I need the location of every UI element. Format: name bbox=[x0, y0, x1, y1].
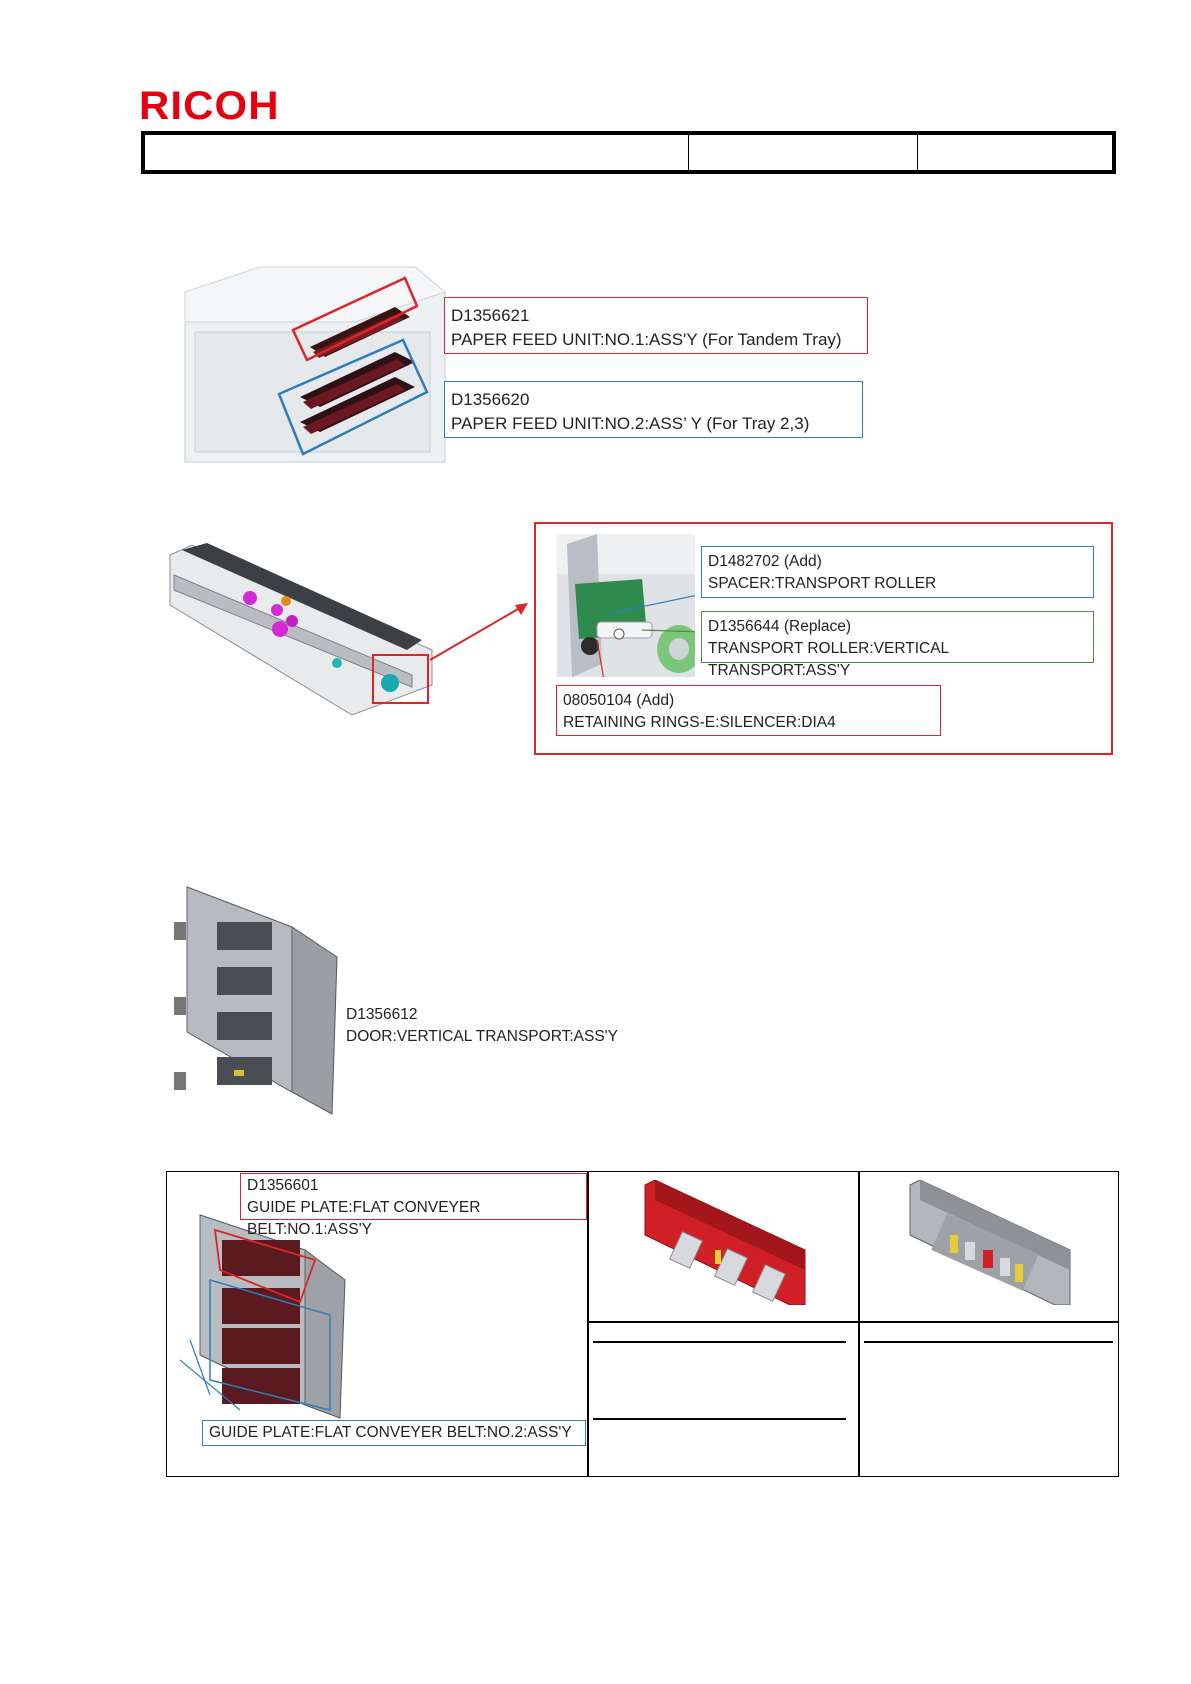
header-cell-model bbox=[689, 135, 918, 170]
ring-name: RETAINING RINGS-E:SILENCER:DIA4 bbox=[563, 714, 836, 731]
paper-feed-unit-2-shape bbox=[300, 352, 415, 434]
pickup-roller-shape bbox=[243, 591, 257, 605]
paper-feed-units-illustration bbox=[184, 266, 447, 463]
detail-highlight-box bbox=[372, 654, 429, 704]
detail-frame bbox=[534, 522, 1113, 755]
transport-roller-detail-photo bbox=[557, 534, 695, 677]
callout-retaining-ring: 08050104 (Add) RETAINING RINGS-E:SILENCE… bbox=[556, 685, 941, 736]
guide-no1-name: GUIDE PLATE:FLAT CONVEYER BELT:NO.1:ASS'… bbox=[247, 1199, 481, 1238]
table-divider-2 bbox=[858, 1171, 860, 1477]
spacer-part-no: D1482702 (Add) bbox=[708, 553, 822, 570]
rule-1 bbox=[593, 1341, 846, 1343]
feed-unit-illustration bbox=[169, 543, 433, 716]
unit-2-part-no: D1356620 bbox=[451, 390, 530, 409]
header-table bbox=[141, 131, 1116, 174]
door-name: DOOR:VERTICAL TRANSPORT:ASS'Y bbox=[346, 1028, 618, 1045]
guide-no2-name: GUIDE PLATE:FLAT CONVEYER BELT:NO.2:ASS'… bbox=[209, 1424, 572, 1441]
guide-plate-door-illustration bbox=[180, 1214, 346, 1419]
guide-no2-highlight bbox=[209, 1279, 331, 1411]
guide-no1-part-no: D1356601 bbox=[247, 1177, 319, 1194]
door-part-no: D1356612 bbox=[346, 1006, 418, 1023]
rule-3 bbox=[864, 1341, 1113, 1343]
callout-guide-plate-no2: GUIDE PLATE:FLAT CONVEYER BELT:NO.2:ASS'… bbox=[202, 1420, 586, 1446]
guide-plate-gray-illustration bbox=[909, 1180, 1071, 1305]
callout-paper-feed-unit-2: D1356620 PAPER FEED UNIT:NO.2:ASS’ Y (Fo… bbox=[444, 381, 863, 438]
door-vertical-transport-illustration bbox=[174, 886, 338, 1115]
callout-guide-plate-no1: D1356601 GUIDE PLATE:FLAT CONVEYER BELT:… bbox=[240, 1173, 587, 1238]
table-row-divider bbox=[587, 1321, 1119, 1323]
guide-plate-red-illustration bbox=[644, 1180, 806, 1305]
rule-2 bbox=[593, 1418, 846, 1420]
header-cell-date bbox=[918, 135, 1112, 170]
table-divider-1 bbox=[587, 1171, 589, 1477]
spacer-name: SPACER:TRANSPORT ROLLER bbox=[708, 575, 937, 592]
header-cell-title bbox=[145, 135, 689, 170]
retaining-ring-shape bbox=[581, 637, 599, 655]
callout-transport-roller: D1356644 (Replace) TRANSPORT ROLLER:VERT… bbox=[701, 611, 1094, 679]
roller-name: TRANSPORT ROLLER:VERTICAL TRANSPORT:ASS'… bbox=[708, 640, 949, 679]
unit-2-name: PAPER FEED UNIT:NO.2:ASS’ Y (For Tray 2,… bbox=[451, 414, 810, 433]
unit-2-highlight-box bbox=[277, 338, 429, 456]
unit-1-highlight-box bbox=[291, 276, 419, 362]
unit-1-part-no: D1356621 bbox=[451, 306, 530, 325]
roller-part-no: D1356644 (Replace) bbox=[708, 618, 852, 635]
callout-paper-feed-unit-1: D1356621 PAPER FEED UNIT:NO.1:ASS'Y (For… bbox=[444, 297, 868, 354]
unit-1-name: PAPER FEED UNIT:NO.1:ASS'Y (For Tandem T… bbox=[451, 330, 842, 349]
callout-spacer: D1482702 (Add) SPACER:TRANSPORT ROLLER bbox=[701, 546, 1094, 598]
guide-plate-table bbox=[166, 1171, 1119, 1477]
detail-arrow bbox=[429, 603, 528, 661]
ring-part-no: 08050104 (Add) bbox=[563, 692, 675, 709]
guide-no1-highlight bbox=[213, 1228, 317, 1304]
ricoh-logo: RICOH bbox=[139, 84, 280, 128]
